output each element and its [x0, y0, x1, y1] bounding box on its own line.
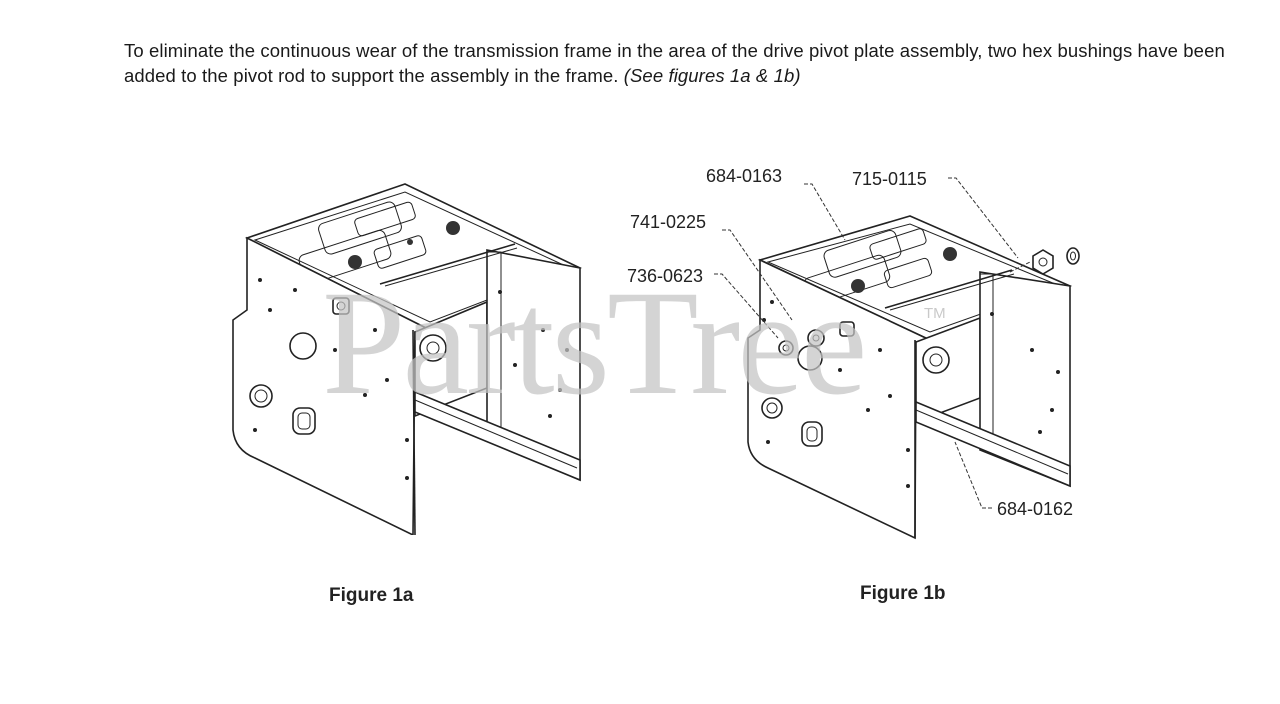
intro-paragraph: To eliminate the continuous wear of the … [124, 38, 1234, 88]
figure-1b-drawing [747, 215, 1080, 540]
part-number-684-0163: 684-0163 [706, 166, 783, 186]
figure-1a-drawing [232, 183, 582, 535]
part-number-736-0623: 736-0623 [627, 266, 704, 286]
figure-1a-caption: Figure 1a [329, 585, 414, 606]
trademark-mark: TM [924, 305, 946, 322]
figure-1b-leaders [714, 177, 1019, 509]
intro-text: To eliminate the continuous wear of the … [124, 40, 1225, 86]
part-number-684-0162: 684-0162 [997, 499, 1074, 519]
part-number-741-0225: 741-0225 [630, 212, 707, 232]
figure-1b-caption: Figure 1b [860, 583, 946, 604]
part-number-715-0115: 715-0115 [852, 169, 927, 189]
figure-reference: (See figures 1a & 1b) [623, 65, 801, 86]
